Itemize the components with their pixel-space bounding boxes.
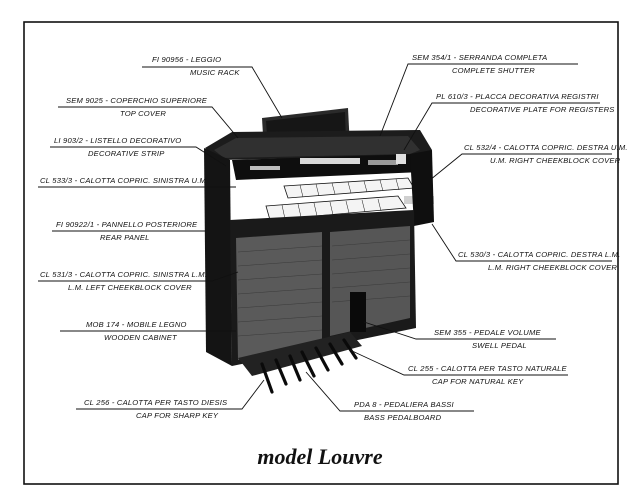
callout-swell-pedal: SEM 355 - PEDALE VOLUME SWELL PEDAL [363, 321, 556, 350]
callout-right-um-cheekblock: CL 532/4 - CALOTTA COPRIC. DESTRA U.M. U… [429, 143, 628, 181]
callout-code: SEM 354/1 - SERRANDA COMPLETA [412, 53, 547, 62]
speaker-grille [236, 232, 322, 360]
callout-code: FI 90922/1 - PANNELLO POSTERIORE [56, 220, 198, 229]
callout-code: FI 90956 - LEGGIO [152, 55, 221, 64]
callout-name: SWELL PEDAL [472, 341, 527, 350]
callout-name: U.M. RIGHT CHEEKBLOCK COVER [490, 156, 621, 165]
callout-code: CL 532/4 - CALOTTA COPRIC. DESTRA U.M. [464, 143, 628, 152]
callout-code: PL 610/3 - PLACCA DECORATIVA REGISTRI [436, 92, 599, 101]
callout-code: CL 531/3 - CALOTTA COPRIC. SINISTRA L.M. [40, 270, 207, 279]
callout-code: SEM 355 - PEDALE VOLUME [434, 328, 541, 337]
callout-bass-pedalboard: PDA 8 - PEDALIERA BASSI BASS PEDALBOARD [305, 371, 474, 422]
callout-natural-key-cap: CL 255 - CALOTTA PER TASTO NATURALE CAP … [349, 349, 568, 386]
callout-code: SEM 9025 - COPERCHIO SUPERIORE [66, 96, 208, 105]
callout-name: MUSIC RACK [190, 68, 240, 77]
callout-code: CL 256 - CALOTTA PER TASTO DIESIS [84, 398, 227, 407]
callout-name: CAP FOR SHARP KEY [136, 411, 219, 420]
callout-complete-shutter: SEM 354/1 - SERRANDA COMPLETA COMPLETE S… [379, 53, 578, 137]
callout-name: L.M. RIGHT CHEEKBLOCK COVER [488, 263, 617, 272]
callout-rear-panel: FI 90922/1 - PANNELLO POSTERIORE REAR PA… [52, 220, 206, 242]
callout-top-cover: SEM 9025 - COPERCHIO SUPERIORE TOP COVER [58, 96, 239, 139]
model-title: model Louvre [257, 444, 382, 469]
callout-name: DECORATIVE STRIP [88, 149, 165, 158]
callout-left-um-cheekblock: CL 533/3 - CALOTTA COPRIC. SINISTRA U.M. [38, 176, 236, 188]
callout-wooden-cabinet: MOB 174 - MOBILE LEGNO WOODEN CABINET [60, 320, 236, 342]
callout-code: CL 530/3 - CALOTTA COPRIC. DESTRA L.M. [458, 250, 620, 259]
callout-code: CL 533/3 - CALOTTA COPRIC. SINISTRA U.M. [40, 176, 208, 185]
callout-name: BASS PEDALBOARD [364, 413, 442, 422]
callout-code: CL 255 - CALOTTA PER TASTO NATURALE [408, 364, 568, 373]
callout-name: L.M. LEFT CHEEKBLOCK COVER [68, 283, 192, 292]
callout-name: WOODEN CABINET [104, 333, 178, 342]
callout-left-lm-cheekblock: CL 531/3 - CALOTTA COPRIC. SINISTRA L.M.… [38, 270, 239, 292]
callout-code: PDA 8 - PEDALIERA BASSI [354, 400, 455, 409]
callout-register-plate: PL 610/3 - PLACCA DECORATIVA REGISTRI DE… [403, 92, 615, 151]
swell-pedal-drawing [350, 292, 366, 332]
callout-name: COMPLETE SHUTTER [452, 66, 535, 75]
callout-name: CAP FOR NATURAL KEY [432, 377, 524, 386]
callout-code: MOB 174 - MOBILE LEGNO [86, 320, 187, 329]
organ-illustration [204, 108, 434, 394]
callout-name: REAR PANEL [100, 233, 150, 242]
callout-sharp-key-cap: CL 256 - CALOTTA PER TASTO DIESIS CAP FO… [76, 379, 265, 420]
callout-name: TOP COVER [120, 109, 166, 118]
callout-right-lm-cheekblock: CL 530/3 - CALOTTA COPRIC. DESTRA L.M. L… [431, 223, 620, 272]
callout-decorative-strip: LI 903/2 - LISTELLO DECORATIVO DECORATIV… [50, 136, 227, 167]
callout-music-rack: FI 90956 - LEGGIO MUSIC RACK [142, 55, 283, 119]
callout-code: LI 903/2 - LISTELLO DECORATIVO [54, 136, 181, 145]
callout-name: DECORATIVE PLATE FOR REGISTERS [470, 105, 615, 114]
